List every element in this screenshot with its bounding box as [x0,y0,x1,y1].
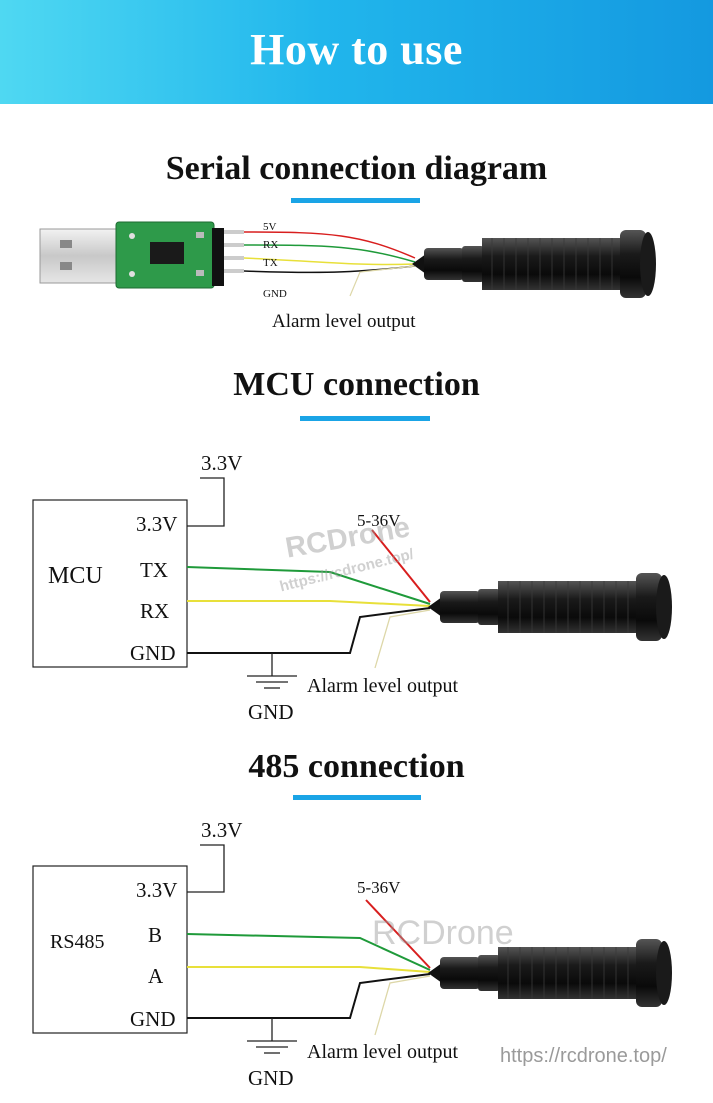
mcu-pin-rx: RX [140,599,169,623]
mcu-pin-gnd: GND [130,641,176,665]
rs485-pin-3v3: 3.3V [136,878,177,902]
wire-label-gnd: GND [263,288,287,300]
wire-tx [243,257,416,266]
mcu-diagram: MCU 3.3V TX RX GND 3.3V GND 5-36V Alarm … [32,451,673,724]
rs485-alarm-label: Alarm level output [307,1041,459,1063]
mcu-pin-tx: TX [140,558,168,582]
serial-alarm-label: Alarm level output [272,311,416,332]
mcu-gnd-wire [187,607,431,654]
mcu-power-label: 5-36V [357,511,401,530]
mcu-alarm-label: Alarm level output [307,675,459,697]
rs485-power-label: 5-36V [357,878,401,897]
mcu-rx-wire [187,600,431,607]
rs485-b-wire [186,933,431,971]
rs485-a-wire [187,966,431,973]
mcu-box-label: MCU [48,563,103,589]
mcu-pin-3v3: 3.3V [136,512,177,536]
mcu-power-wire [371,529,431,603]
banner-title: How to use [250,25,463,74]
wire-rx [243,244,416,263]
watermark-brand-bottom: RCDrone [372,914,514,952]
mcu-alarm-wire [374,609,431,669]
rs485-box-label: RS485 [50,931,104,953]
mcu-box [32,499,188,668]
rs485-supply-label: 3.3V [201,818,242,842]
mcu-supply-line [187,477,225,527]
wire-label-rx: RX [263,239,278,251]
wire-label-5v: 5V [263,221,277,233]
sensor-image [427,572,673,642]
rs485-ground-label: GND [248,1066,294,1090]
sensor-image [411,229,657,299]
rs485-pin-b: B [148,923,162,947]
header-banner: How to use [0,0,713,104]
serial-diagram: 5V RX TX GND Alarm level output [39,221,657,332]
rs485-diagram: RS485 3.3V B A GND 3.3V GND 5-36V Alarm … [32,818,673,1090]
watermark-url-bottom: https://rcdrone.top/ [500,1045,667,1067]
rs485-section-title: 485 connection [248,748,465,785]
mcu-tx-wire [186,566,431,605]
mcu-section-title: MCU connection [233,366,480,403]
rs485-pin-gnd: GND [130,1007,176,1031]
rs485-box [32,865,188,1034]
wire-label-tx: TX [263,257,278,269]
wire-5v [243,231,416,259]
rs485-power-wire [365,899,431,969]
rs485-supply-line [187,844,225,893]
mcu-title-underline [300,416,430,421]
mcu-ground-label: GND [248,700,294,724]
rs485-pin-a: A [148,964,164,988]
mcu-supply-label: 3.3V [201,451,242,475]
rs485-gnd-wire [187,973,431,1019]
rs485-title-underline [293,795,421,800]
serial-section-title: Serial connection diagram [165,150,548,187]
rs485-alarm-wire [374,975,431,1036]
alarm-wire [349,265,416,297]
usb-ttl-adapter [39,221,244,289]
serial-title-underline [291,198,420,203]
